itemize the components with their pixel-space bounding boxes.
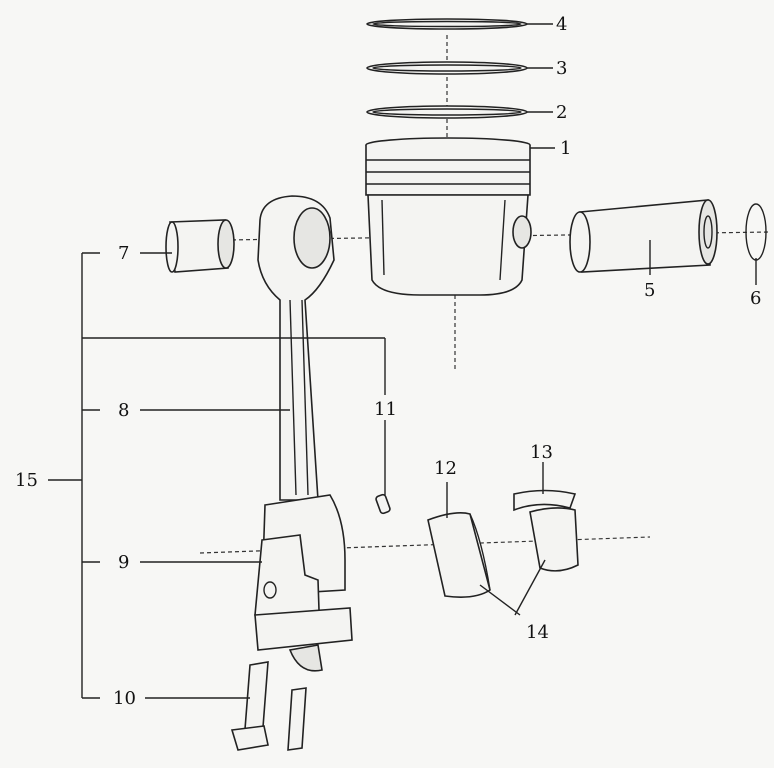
label-15: 15: [15, 470, 38, 491]
crank-axis: [199, 536, 651, 554]
label-10: 10: [113, 688, 136, 709]
label-14: 14: [526, 622, 549, 643]
label-11: 11: [374, 399, 397, 420]
bolts-10: [230, 661, 307, 751]
label-1: 1: [560, 138, 571, 159]
ring-4: [366, 18, 528, 30]
bushing-7: [165, 219, 235, 273]
label-4: 4: [556, 14, 567, 35]
connecting-rod-8: [257, 195, 346, 596]
label-2: 2: [556, 102, 567, 123]
label-8: 8: [118, 400, 129, 421]
label-13: 13: [530, 442, 553, 463]
rod-cap-9: [254, 534, 353, 672]
ring-2: [366, 105, 528, 119]
label-6: 6: [750, 288, 761, 309]
bearing-shell-13: [513, 489, 579, 572]
label-12: 12: [434, 458, 457, 479]
label-7: 7: [118, 243, 129, 264]
bearing-shell-12: [427, 512, 491, 598]
label-5: 5: [644, 280, 655, 301]
ring-3: [366, 61, 528, 75]
circlip-6: [745, 203, 767, 261]
piston-pin-5: [569, 199, 718, 273]
label-3: 3: [556, 58, 567, 79]
label-9: 9: [118, 552, 129, 573]
dowel-11: [375, 493, 391, 515]
piston-1: [365, 137, 532, 296]
leader-lines: [48, 23, 757, 699]
